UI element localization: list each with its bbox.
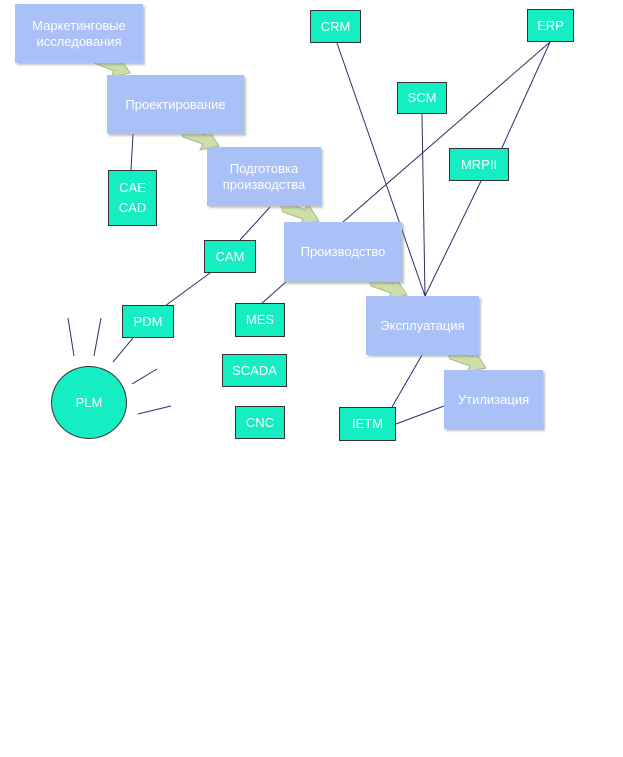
connector-erp-mrpii bbox=[499, 41, 551, 153]
system-mrpii: MRPII bbox=[449, 148, 509, 181]
stage-design: Проектирование bbox=[107, 75, 244, 134]
connector-operation-ietm bbox=[391, 354, 423, 408]
system-cae: CAE bbox=[119, 180, 146, 195]
system-cam: CAM bbox=[204, 240, 256, 273]
connector-crm-operation bbox=[336, 42, 426, 297]
system-crm: CRM bbox=[310, 10, 361, 43]
stage-disposal: Утилизация bbox=[444, 370, 543, 429]
connector-production-mes bbox=[260, 280, 288, 305]
connector-design-cae bbox=[130, 133, 134, 171]
stage-label: Эксплуатация bbox=[380, 317, 465, 333]
plm-ray bbox=[93, 317, 102, 357]
system-scada: SCADA bbox=[222, 354, 287, 387]
connector-erp-production bbox=[342, 41, 551, 223]
system-mes: MES bbox=[235, 303, 285, 337]
plm-ray bbox=[137, 405, 172, 415]
connector-mrpii-operation bbox=[424, 180, 482, 297]
stage-label: Производство bbox=[300, 244, 386, 259]
connector-cam-pdm bbox=[164, 272, 211, 307]
stage-label: Проектирование bbox=[125, 96, 226, 112]
stage-label: Утилизация bbox=[457, 391, 530, 407]
system-cnc: CNC bbox=[235, 406, 285, 439]
stage-production: Производство bbox=[284, 222, 402, 282]
plm-ray bbox=[131, 368, 158, 385]
stage-label: Подготовка производства bbox=[222, 160, 306, 192]
connector-disposal-ietm bbox=[395, 405, 445, 425]
connector-pdm-plm bbox=[112, 337, 134, 363]
stage-prep: Подготовка производства bbox=[207, 147, 321, 206]
connector-scm-operation bbox=[421, 113, 426, 297]
system-cae-cad: CAE CAD bbox=[108, 170, 157, 226]
system-scm: SCM bbox=[397, 82, 447, 114]
system-plm: PLM bbox=[51, 366, 127, 439]
system-erp: ERP bbox=[527, 9, 574, 42]
plm-ray bbox=[67, 317, 75, 357]
system-pdm: PDM bbox=[122, 305, 174, 338]
stage-label: Маркетинговые исследования bbox=[32, 17, 126, 49]
stage-marketing: Маркетинговые исследования bbox=[15, 4, 143, 63]
system-ietm: IETM bbox=[339, 407, 396, 441]
system-cad: CAD bbox=[118, 200, 147, 215]
stage-operation: Эксплуатация bbox=[366, 296, 479, 355]
connector-prep-cam bbox=[239, 206, 271, 241]
